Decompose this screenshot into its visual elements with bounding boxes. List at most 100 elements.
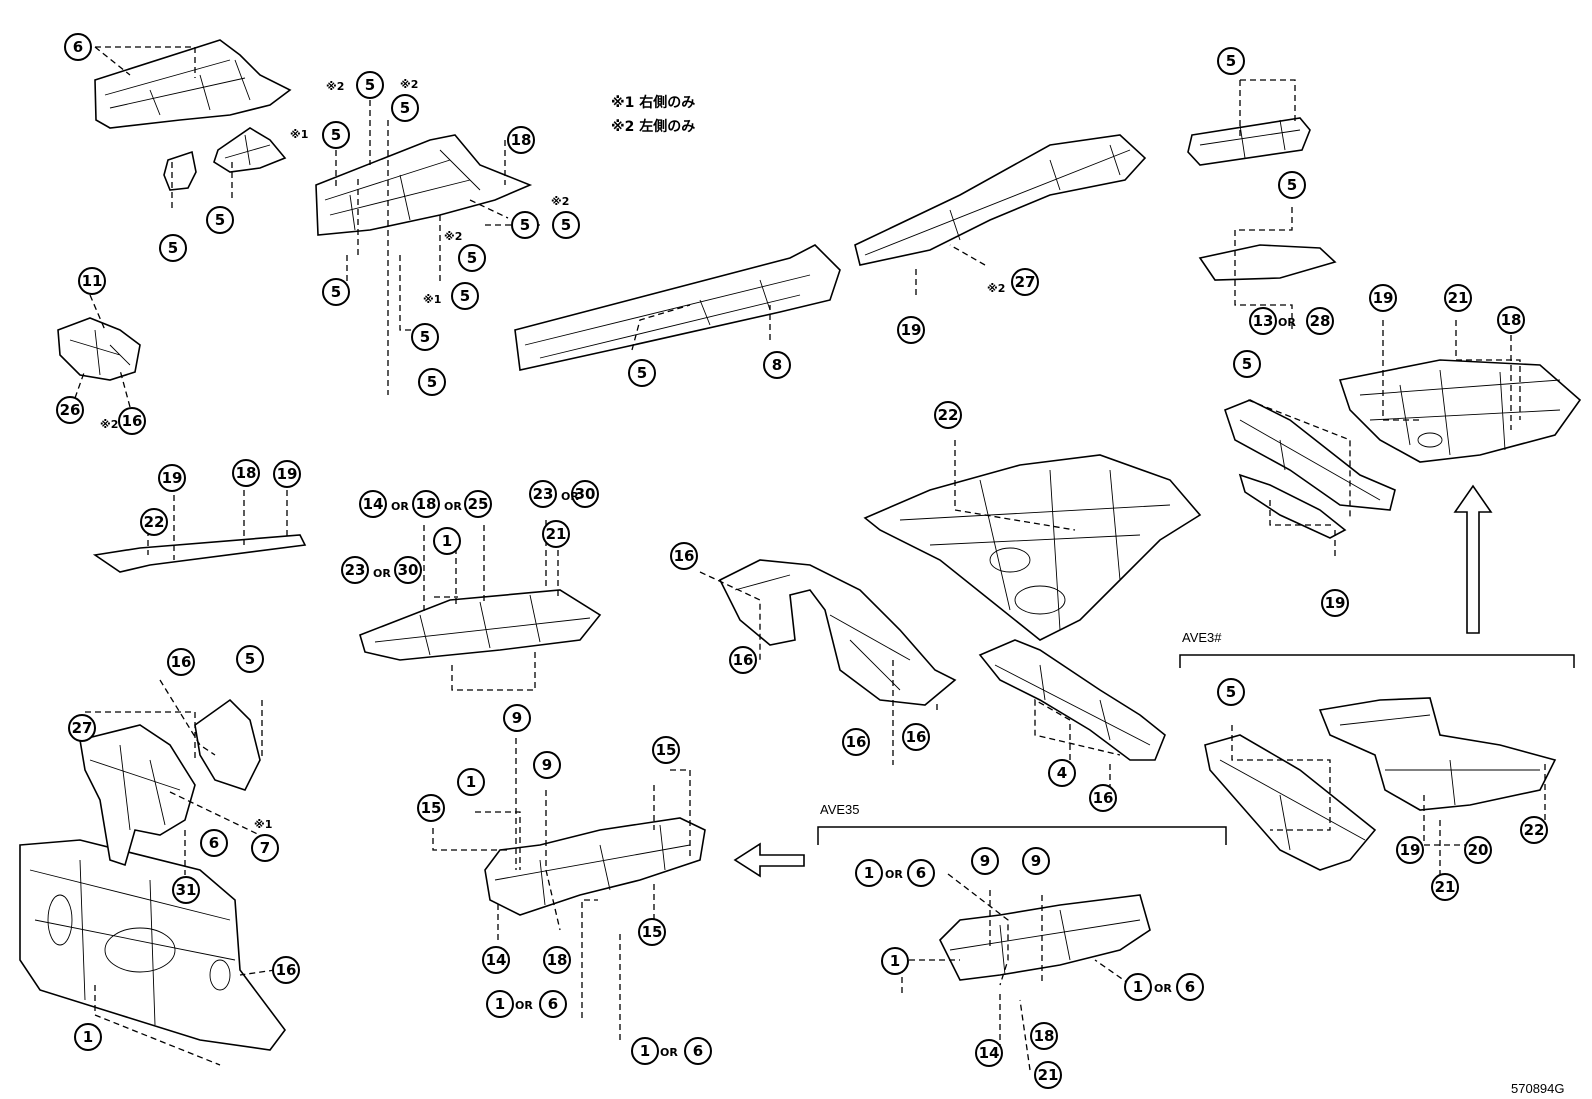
callout-4: 4 [1048, 759, 1076, 787]
part-front-side-member [315, 134, 533, 236]
callout-circle [684, 1037, 712, 1065]
part-ave35-tunnel [939, 894, 1151, 981]
callout-circle [482, 946, 510, 974]
callout-number: 5 [400, 99, 410, 117]
callout-circle [1444, 284, 1472, 312]
callout-15: 15 [417, 794, 445, 822]
callout-circle [1464, 836, 1492, 864]
variant-label-ave3x: AVE3# [1182, 630, 1222, 645]
callout-circle [552, 211, 580, 239]
callout-21: 21 [1431, 873, 1459, 901]
callout-circle [763, 351, 791, 379]
callout-13: 13 [1249, 307, 1277, 335]
callout-27: 27 [68, 714, 96, 742]
or-label: OR [515, 999, 533, 1012]
callout-18: 18 [507, 126, 535, 154]
part-center-floor [863, 454, 1202, 641]
callout-circle [971, 847, 999, 875]
callout-5: 5 [1217, 678, 1245, 706]
callout-number: 6 [693, 1042, 703, 1060]
callout-23: 23 [341, 556, 369, 584]
callout-number: 6 [916, 864, 926, 882]
callout-number: 30 [398, 561, 419, 579]
note-right-side-only: ※1 右側のみ [611, 94, 695, 111]
callout-5: 5 [206, 206, 234, 234]
callout-19: 19 [897, 316, 925, 344]
callout-number: 19 [162, 469, 183, 487]
callout-19: 19 [1321, 589, 1349, 617]
ave35-bracket [817, 826, 1227, 845]
or-label: OR [1278, 316, 1296, 329]
callout-number: 21 [1448, 289, 1469, 307]
callout-18: 18 [232, 459, 260, 487]
callout-number: 5 [331, 283, 341, 301]
part-cowl-side [79, 724, 196, 867]
callout-circle [897, 316, 925, 344]
part-rear-side-member [854, 134, 1147, 266]
part-rear-crossmember [1187, 117, 1311, 166]
or-label: OR [561, 490, 579, 503]
callout-circle [1022, 847, 1050, 875]
callout-26: 26 [56, 396, 84, 424]
callout-circle [934, 401, 962, 429]
callout-number: 28 [1310, 312, 1331, 330]
callout-circle [511, 211, 539, 239]
callout-number: 18 [547, 951, 568, 969]
or-label: OR [660, 1046, 678, 1059]
callout-circle [1034, 1061, 1062, 1089]
callout-number: 5 [427, 373, 437, 391]
callout-circle [881, 947, 909, 975]
left-side-mark: ※2 [444, 230, 462, 243]
callout-circle [464, 490, 492, 518]
callout-number: 23 [345, 561, 366, 579]
part-rear-floor-pan [1338, 359, 1582, 463]
callout-9: 9 [971, 847, 999, 875]
callout-circle [356, 71, 384, 99]
left-side-mark: ※2 [400, 78, 418, 91]
callout-circle [273, 460, 301, 488]
callout-number: 15 [421, 799, 442, 817]
left-side-mark: ※2 [551, 195, 569, 208]
callout-circle [457, 768, 485, 796]
callout-number: 16 [276, 961, 297, 979]
callout-circle [272, 956, 300, 984]
callout-5: 5 [159, 234, 187, 262]
callout-number: 6 [73, 38, 83, 56]
callout-23: 23 [529, 480, 557, 508]
callout-number: 1 [466, 773, 476, 791]
callout-16: 16 [842, 728, 870, 756]
callout-number: 5 [420, 328, 430, 346]
callout-circle [842, 728, 870, 756]
callout-22: 22 [934, 401, 962, 429]
part-front-apron-upper [94, 39, 292, 129]
callout-number: 18 [236, 464, 257, 482]
callout-circle [451, 282, 479, 310]
callout-number: 5 [1226, 52, 1236, 70]
callout-circle [458, 244, 486, 272]
callout-14: 14 [482, 946, 510, 974]
callout-number: 1 [640, 1042, 650, 1060]
or-label: OR [1154, 982, 1172, 995]
callout-6: 6 [200, 829, 228, 857]
callout-circle [411, 323, 439, 351]
part-plate [1198, 244, 1337, 281]
callout-circle [1217, 47, 1245, 75]
callout-circle [232, 459, 260, 487]
callout-circle [172, 876, 200, 904]
callout-20: 20 [1464, 836, 1492, 864]
callout-number: 14 [363, 495, 384, 513]
callout-circle [391, 94, 419, 122]
callout-28: 28 [1306, 307, 1334, 335]
callout-1: 1 [631, 1037, 659, 1065]
callout-16: 16 [902, 723, 930, 751]
callout-6: 6 [64, 33, 92, 61]
callout-number: 27 [1015, 273, 1036, 291]
callout-number: 19 [277, 465, 298, 483]
callout-22: 22 [1520, 816, 1548, 844]
callout-18: 18 [412, 490, 440, 518]
callout-number: 1 [83, 1028, 93, 1046]
right-side-mark: ※1 [254, 818, 272, 831]
callout-5: 5 [451, 282, 479, 310]
callout-25: 25 [464, 490, 492, 518]
